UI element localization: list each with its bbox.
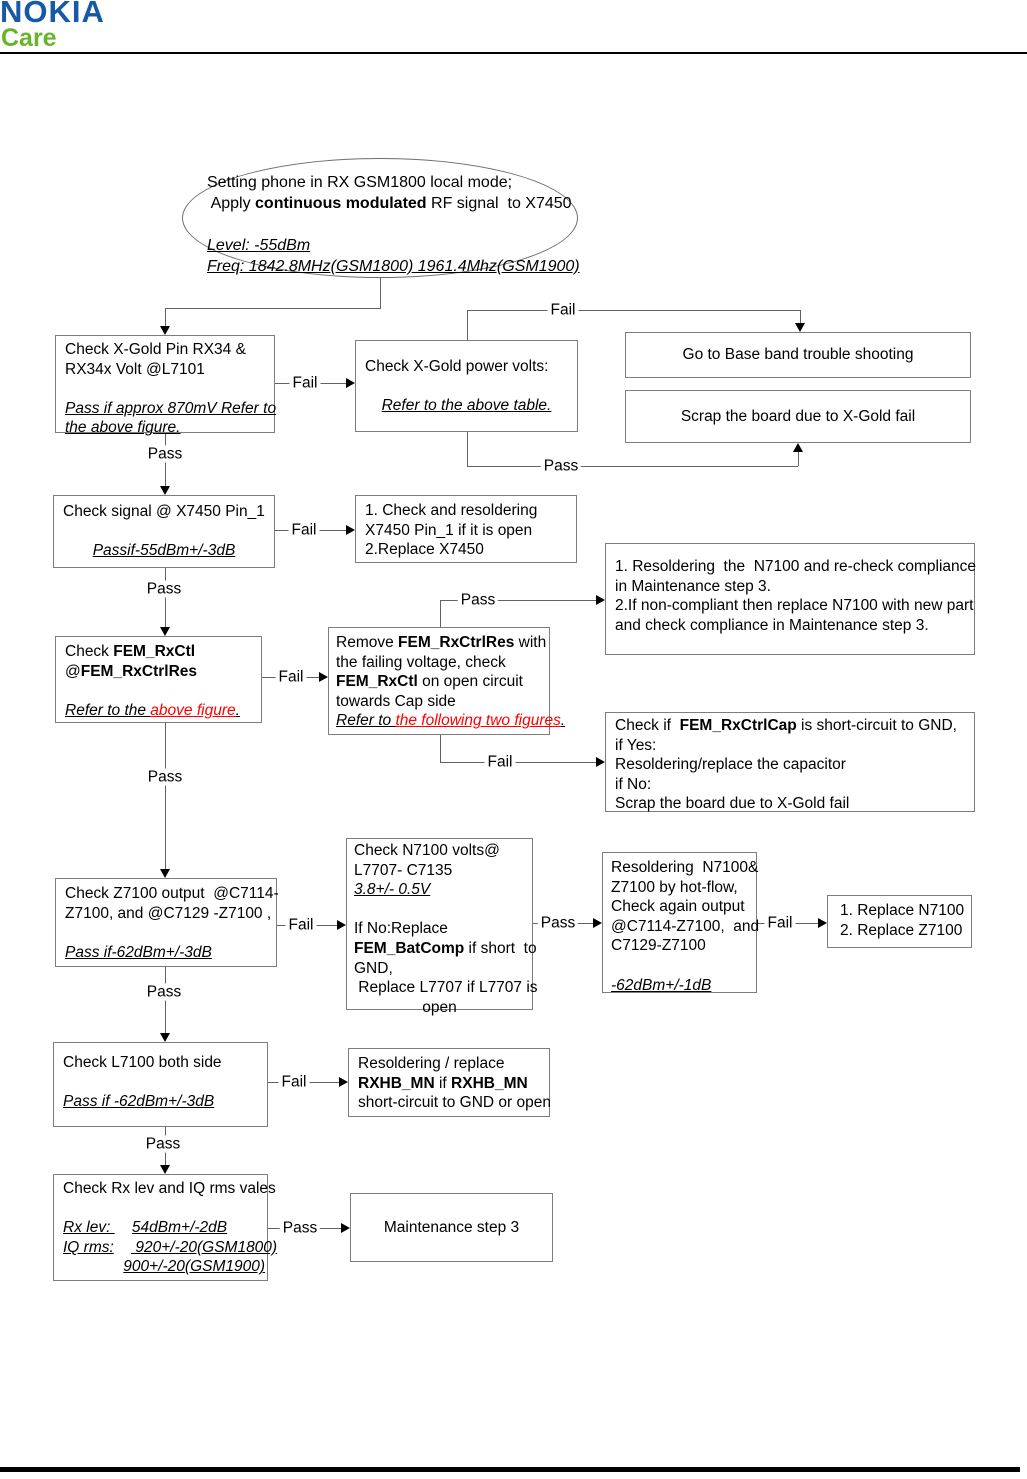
edge-label-fail: Fail [288, 521, 320, 539]
arrowhead-up [793, 443, 803, 452]
flow-node-resolder-n7100: 1. Resoldering the N7100 and re-check co… [605, 543, 976, 655]
arrowhead-right [337, 920, 346, 930]
connector [380, 278, 381, 308]
connector [165, 568, 166, 627]
connector [165, 308, 381, 309]
connector [467, 310, 468, 340]
connector [798, 452, 799, 466]
flow-node-resolder-n7100-z7100: Resoldering N7100&Z7100 by hot-flow,Chec… [602, 852, 759, 994]
edge-label-fail: Fail [547, 301, 579, 319]
flow-node-check-fem-rxctl: Check FEM_RxCtl@FEM_RxCtrlRes Refer to t… [55, 636, 262, 723]
edge-label-pass: Pass [540, 457, 582, 475]
flow-node-check-xgold-pin: Check X-Gold Pin RX34 &RX34x Volt @L7101… [55, 335, 276, 436]
connector [467, 432, 468, 466]
edge-label-pass: Pass [142, 1135, 184, 1153]
arrowhead-right [319, 672, 328, 682]
flow-node-check-l7100: Check L7100 both side Pass if -62dBm+/-3… [53, 1042, 268, 1127]
flow-node-check-rx-lev: Check Rx lev and IQ rms vales Rx lev: 54… [53, 1174, 277, 1281]
connector [467, 466, 798, 467]
arrowhead-down [160, 1033, 170, 1042]
flow-node-maintenance-step3: Maintenance step 3 [350, 1193, 553, 1262]
arrowhead-right [596, 595, 605, 605]
connector [165, 723, 166, 869]
edge-label-pass: Pass [457, 591, 499, 609]
arrowhead-right [593, 918, 602, 928]
edge-label-fail: Fail [285, 916, 317, 934]
flow-node-scrap-board: Scrap the board due to X-Gold fail [625, 390, 971, 443]
arrowhead-down [160, 869, 170, 878]
edge-label-fail: Fail [764, 914, 796, 932]
nokia-logo: NOKIA [0, 0, 105, 29]
arrowhead-down [160, 326, 170, 335]
connector [165, 308, 166, 326]
edge-label-pass: Pass [537, 914, 579, 932]
flow-node-check-fem-rxctrlcap: Check if FEM_RxCtrlCap is short-circuit … [605, 712, 975, 812]
edge-label-fail: Fail [275, 668, 307, 686]
connector [800, 310, 801, 323]
care-logo: Care [1, 24, 57, 52]
edge-label-pass: Pass [279, 1219, 321, 1237]
arrowhead-right [346, 378, 355, 388]
arrowhead-right [339, 1077, 348, 1087]
arrowhead-right [818, 918, 827, 928]
edge-label-pass: Pass [143, 983, 185, 1001]
arrowhead-down [160, 627, 170, 636]
arrowhead-down [795, 323, 805, 332]
edge-label-fail: Fail [289, 374, 321, 392]
edge-label-pass: Pass [143, 580, 185, 598]
flow-node-check-signal-x7450: Check signal @ X7450 Pin_1 Passif-55dBm+… [53, 495, 275, 568]
header-rule [0, 52, 1027, 54]
arrowhead-right [346, 525, 355, 535]
connector [467, 310, 800, 311]
connector [440, 600, 441, 627]
flow-node-goto-baseband: Go to Base band trouble shooting [625, 332, 971, 378]
connector [440, 735, 441, 762]
edge-label-pass: Pass [144, 445, 186, 463]
arrowhead-right [596, 757, 605, 767]
connector [440, 762, 596, 763]
arrowhead-right [341, 1223, 350, 1233]
edge-label-fail: Fail [484, 753, 516, 771]
edge-label-fail: Fail [278, 1073, 310, 1091]
arrowhead-down [160, 486, 170, 495]
flow-node-start: Setting phone in RX GSM1800 local mode; … [182, 158, 580, 278]
footer-rule [0, 1467, 1020, 1472]
connector [440, 600, 596, 601]
arrowhead-down [160, 1165, 170, 1174]
flow-node-check-xgold-power: Check X-Gold power volts: Refer to the a… [355, 340, 578, 432]
edge-label-pass: Pass [144, 768, 186, 786]
flow-node-check-z7100: Check Z7100 output @C7114-Z7100, and @C7… [55, 878, 279, 967]
